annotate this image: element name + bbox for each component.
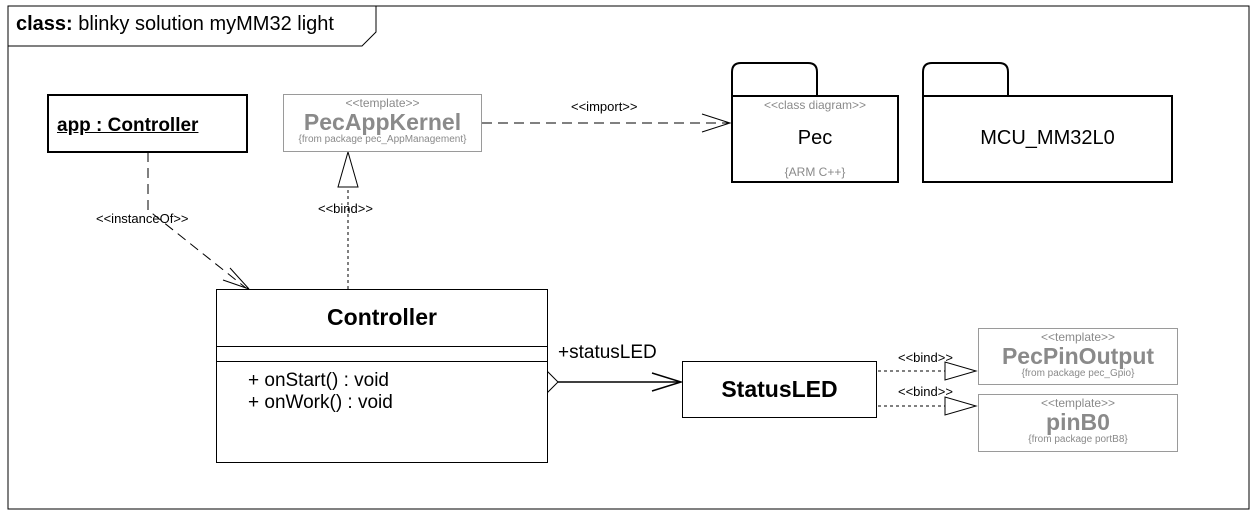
class-controller[interactable]: Controller + onStart() : void + onWork()… [216,289,548,463]
bind-pin-output-triangle [944,361,978,381]
template-pin-b0[interactable]: <<template>> pinB0 {from package portB8} [978,394,1178,452]
package-pec-tag: {ARM C++} [784,165,846,179]
import-arrowhead [701,113,732,133]
template-name: pinB0 [1046,409,1110,435]
template-pec-app-kernel[interactable]: <<template>> PecAppKernel {from package … [283,94,482,152]
class-controller-name: Controller [327,304,437,330]
import-label: <<import>> [571,99,638,114]
instance-label: app : Controller [57,115,199,136]
package-pec-stereotype: <<class diagram>> [763,98,867,112]
diagram-frame [7,5,1250,510]
template-source: {from package pec_AppManagement} [298,134,467,145]
frame-title-tab [8,6,377,47]
template-name: PecAppKernel [303,109,462,135]
template-source: {from package portB8} [1028,434,1128,445]
package-mcu-tab [922,62,1009,96]
class-controller-attributes [217,346,547,361]
package-pec-name[interactable]: Pec [797,127,833,149]
frame-title: class: blinky solution myMM32 light [16,13,334,36]
frame-title-text: blinky solution myMM32 light [78,13,334,35]
package-mcu-body [922,95,1173,183]
package-pec-body [731,95,899,183]
template-pec-pin-output[interactable]: <<template>> PecPinOutput {from package … [978,328,1178,385]
class-status-led-name: StatusLED [721,376,838,402]
package-pec-tab [731,62,818,96]
operation-on-work: + onWork() : void [248,392,393,413]
template-source: {from package pec_Gpio} [1021,368,1135,379]
bind-pin-output-label: <<bind>> [898,350,953,365]
bind-kernel-label: <<bind>> [318,201,373,216]
instanceof-label: <<instanceOf>> [96,211,189,226]
operation-on-start: + onStart() : void [248,370,389,391]
class-status-led[interactable]: StatusLED [682,361,877,418]
class-controller-operations: + onStart() : void + onWork() : void [217,361,547,414]
instanceof-arrowhead [222,267,250,290]
template-name: PecPinOutput [1001,343,1155,369]
template-stereotype: <<template>> [1040,396,1116,410]
bind-pin-b0-label: <<bind>> [898,384,953,399]
package-mcu-name[interactable]: MCU_MM32L0 [980,127,1115,149]
instance-app-controller[interactable]: app : Controller [47,94,248,153]
status-role-label: +statusLED [558,342,657,363]
frame-keyword: class: [16,13,73,35]
bind-kernel-triangle [337,150,359,188]
template-stereotype: <<template>> [345,96,420,110]
aggregation-arrowhead [651,372,684,392]
bind-pin-b0-triangle [944,396,978,416]
instanceof-dependency-line [147,152,247,289]
template-stereotype: <<template>> [1040,330,1116,344]
